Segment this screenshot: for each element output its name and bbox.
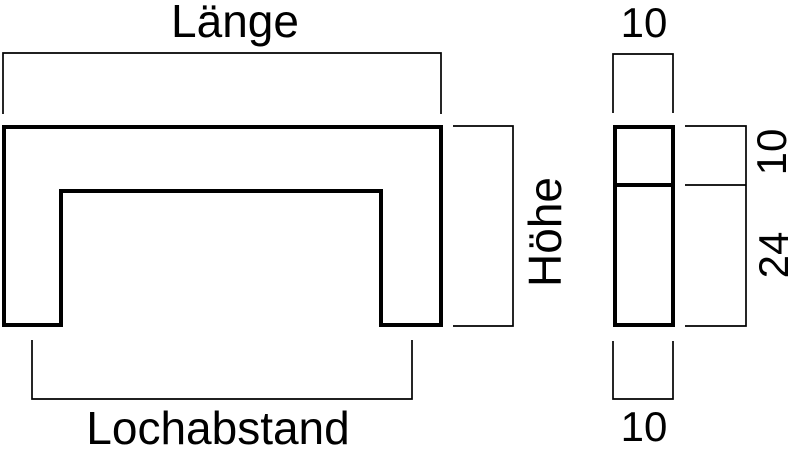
side-right-dimension-bracket <box>685 125 747 327</box>
length-dimension-bracket <box>2 52 442 114</box>
side-upper-section-label: 10 <box>748 128 795 176</box>
hole-distance-dimension-label: Lochabstand <box>86 402 350 454</box>
side-top-width-label: 10 <box>620 0 668 46</box>
length-dimension-label: Länge <box>171 0 299 47</box>
side-bottom-width-bracket <box>612 341 674 400</box>
handle-side-profile-outline <box>613 125 675 327</box>
side-lower-section-label: 24 <box>750 231 797 279</box>
hole-distance-dimension-bracket <box>31 340 413 400</box>
side-bottom-width-label: 10 <box>620 403 668 450</box>
height-dimension-label: Höhe <box>519 177 571 287</box>
height-dimension-bracket <box>453 125 514 327</box>
side-top-width-bracket <box>612 53 674 113</box>
handle-front-outline <box>2 125 443 327</box>
